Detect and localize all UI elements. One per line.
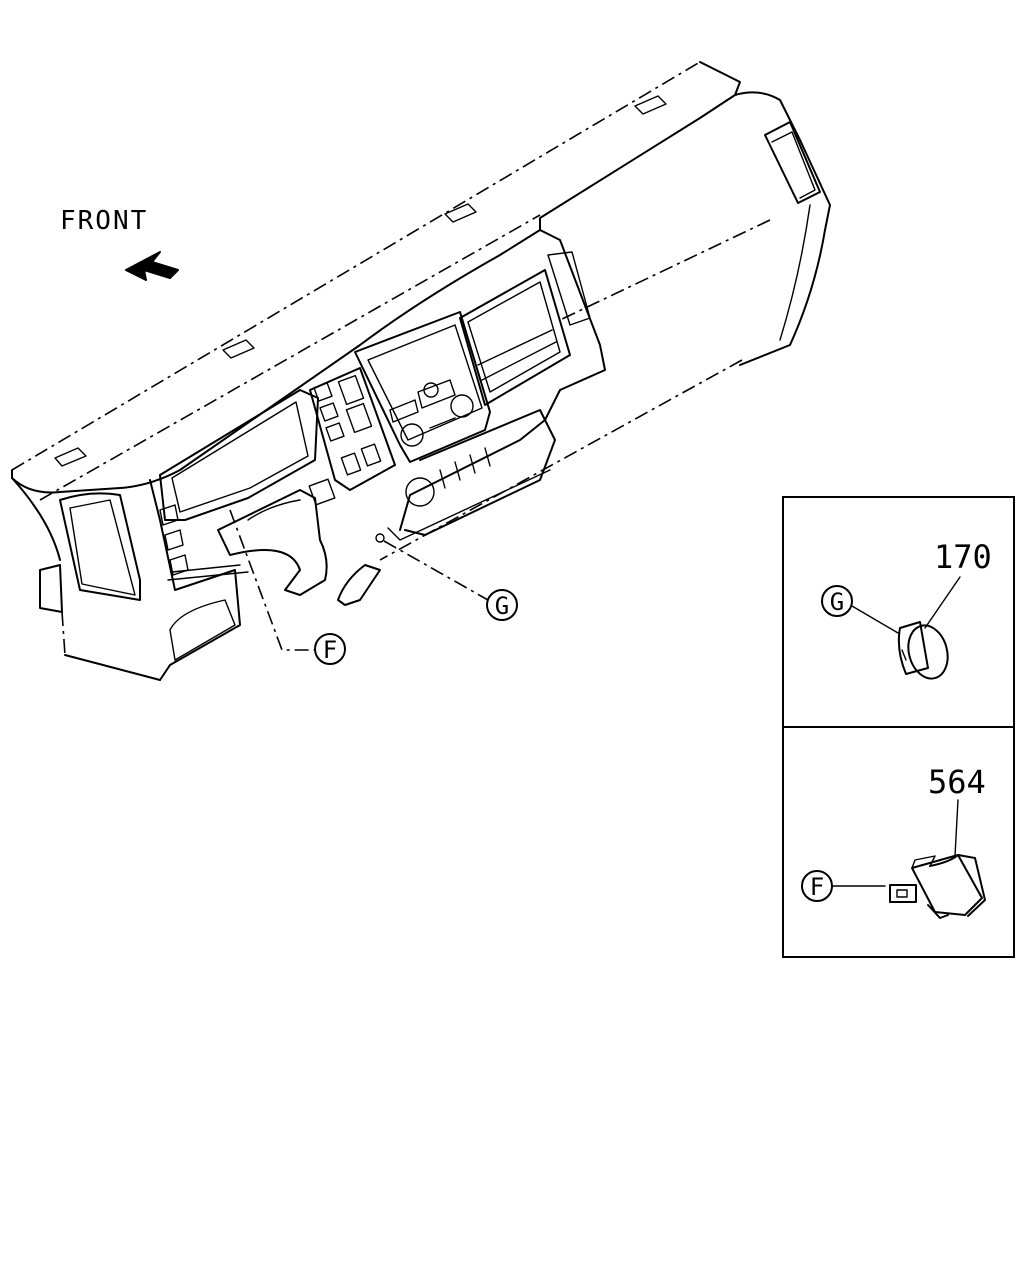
detail-panel-g: 170 G — [782, 496, 1015, 728]
callout-g: G — [375, 533, 518, 621]
switch-connector-part — [889, 854, 986, 919]
part-number-170: 170 — [934, 538, 992, 576]
detail-panel-f: 564 F — [782, 726, 1015, 958]
callout-f-letter: F — [323, 636, 337, 664]
dashboard-assembly — [11, 61, 831, 681]
front-label: FRONT — [60, 206, 148, 236]
detail-f-letter: F — [810, 873, 824, 901]
arrow-up-left-icon — [125, 251, 179, 281]
front-orientation: FRONT — [60, 206, 179, 281]
detail-g-letter: G — [830, 588, 844, 616]
callout-g-letter: G — [495, 592, 509, 620]
callout-f: F — [229, 509, 346, 665]
part-number-564: 564 — [928, 763, 986, 801]
grommet-plug-part — [897, 621, 949, 680]
